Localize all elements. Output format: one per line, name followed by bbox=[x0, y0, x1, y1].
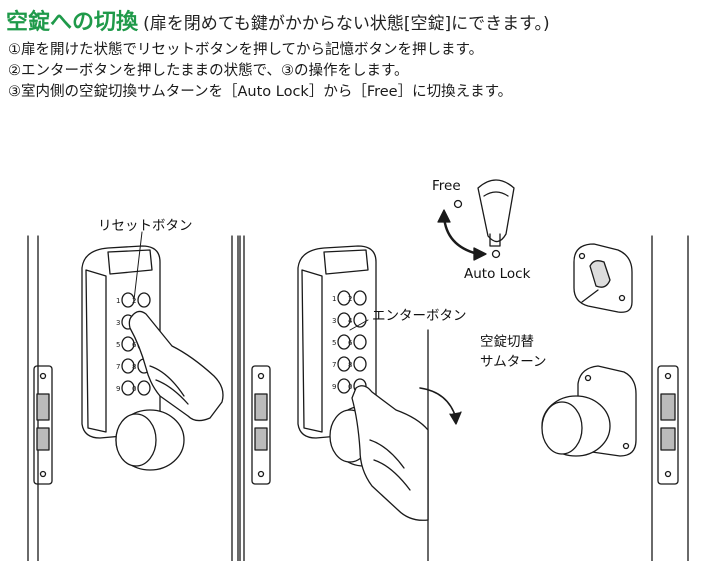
keypad-key-number: 8 bbox=[348, 361, 352, 369]
keypad-key bbox=[353, 312, 367, 328]
keypad-key bbox=[337, 378, 351, 394]
auto-lock-label: Auto Lock bbox=[464, 266, 531, 282]
keypad-key-number: 0 bbox=[348, 383, 352, 391]
door-knob-1 bbox=[115, 409, 185, 471]
step-2: ②エンターボタンを押したままの状態で、③の操作をします。 bbox=[8, 63, 409, 79]
strike-plate-2 bbox=[251, 365, 271, 485]
page-subtitle: (扉を閉めても鍵がかからない状態[空錠]にできます。) bbox=[143, 14, 550, 34]
keypad-key-number: 3 bbox=[116, 319, 120, 327]
keypad-key bbox=[337, 290, 351, 306]
keypad-key-number: 5 bbox=[116, 341, 120, 349]
keypad-key-number: 6 bbox=[132, 341, 137, 349]
reset-button-label: リセットボタン bbox=[98, 218, 193, 234]
keypad-key-number: 5 bbox=[332, 339, 336, 347]
panel-2-door: 1 2 3 4 5 6 7 8 9 0 bbox=[237, 235, 462, 561]
keypad-key bbox=[137, 292, 151, 308]
keypad-key bbox=[353, 356, 367, 372]
thumbturn-knob bbox=[589, 260, 611, 288]
keypad-key-number: 1 bbox=[116, 297, 120, 305]
keypad-key bbox=[337, 334, 351, 350]
keypad-key-number: 1 bbox=[332, 295, 336, 303]
keypad-key-number: 7 bbox=[116, 363, 120, 371]
page-title: 空錠への切換 bbox=[6, 10, 139, 35]
thumbturn-label-2: サムターン bbox=[480, 354, 547, 370]
keypad-key bbox=[353, 334, 367, 350]
header: 空錠への切換 (扉を閉めても鍵がかからない状態[空錠]にできます。) bbox=[6, 4, 550, 36]
keypad-key bbox=[121, 380, 135, 396]
keypad-key-number: 9 bbox=[116, 385, 120, 393]
enter-button-label: エンターボタン bbox=[372, 308, 467, 324]
thumbturn-detail bbox=[437, 179, 515, 261]
hand-1 bbox=[128, 310, 224, 422]
inside-view bbox=[541, 235, 689, 561]
keypad-key bbox=[121, 358, 135, 374]
keypad-key-number: 6 bbox=[348, 339, 353, 347]
step-3: ③室内側の空錠切換サムターンを［Auto Lock］から［Free］に切換えます… bbox=[8, 84, 513, 100]
keypad-2-keys: 1 2 3 4 5 6 7 8 9 0 bbox=[332, 290, 367, 394]
keypad-key bbox=[353, 290, 367, 306]
thumbturn-label-1: 空錠切替 bbox=[480, 334, 534, 350]
keypad-key-number: 9 bbox=[332, 383, 336, 391]
step-1: ①扉を開けた状態でリセットボタンを押してから記憶ボタンを押します。 bbox=[8, 42, 484, 58]
keypad-key-number: 2 bbox=[348, 295, 352, 303]
strike-plate bbox=[33, 365, 53, 485]
keypad-key-number: 7 bbox=[332, 361, 336, 369]
free-label: Free bbox=[432, 178, 461, 194]
keypad-key-number: 2 bbox=[132, 297, 136, 305]
keypad-key bbox=[337, 312, 351, 328]
keypad-key-number: 3 bbox=[332, 317, 336, 325]
keypad-key-number: 8 bbox=[132, 363, 136, 371]
keypad-key bbox=[121, 336, 135, 352]
turn-arrow bbox=[419, 387, 457, 419]
keypad-key-number: 4 bbox=[348, 317, 353, 325]
keypad-key bbox=[337, 356, 351, 372]
keypad-key bbox=[137, 380, 151, 396]
instruction-steps: ①扉を開けた状態でリセットボタンを押してから記憶ボタンを押します。 ②エンターボ… bbox=[8, 40, 512, 103]
keypad-key-number: 0 bbox=[132, 385, 136, 393]
